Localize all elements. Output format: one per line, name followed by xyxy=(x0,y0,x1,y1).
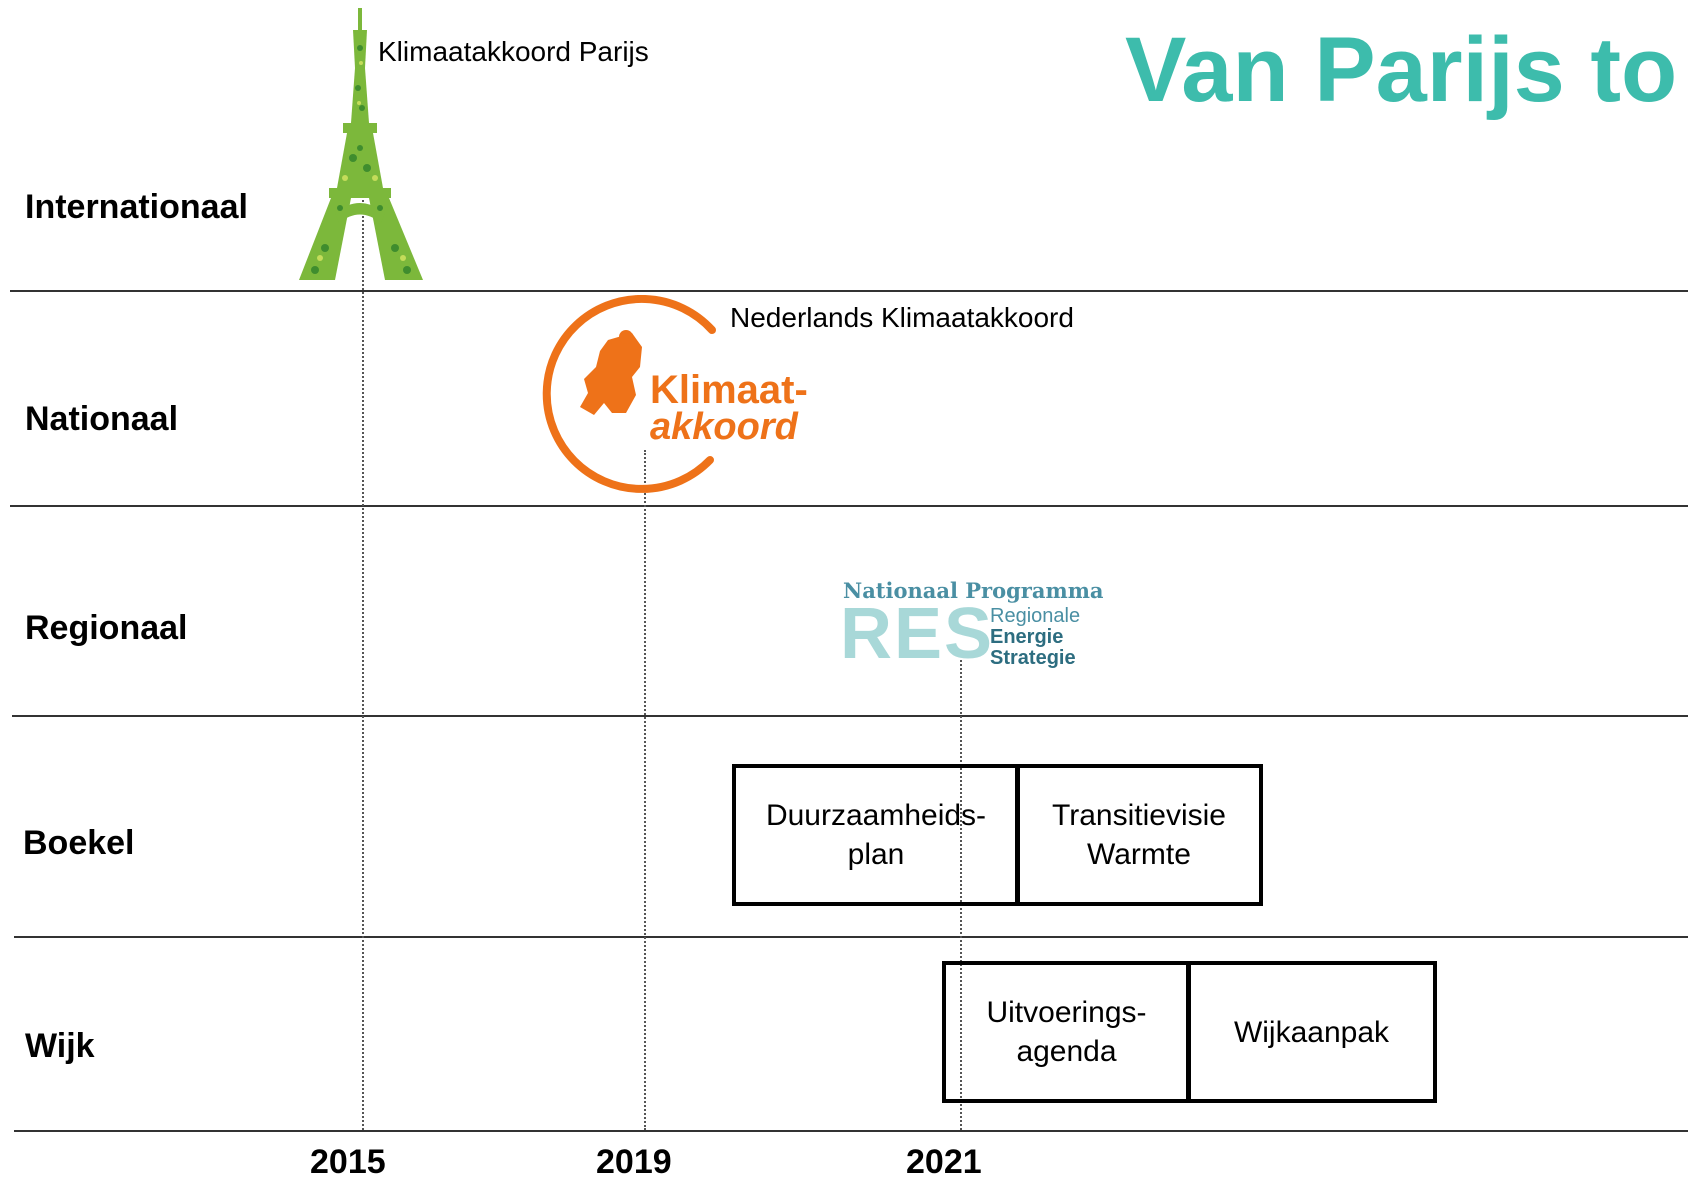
year-marker-2015 xyxy=(362,40,364,1130)
res-logo-heading: Nationaal Programma xyxy=(843,578,1104,603)
res-logo-sub1: Regionale xyxy=(990,605,1081,627)
eiffel-tower-icon xyxy=(299,8,423,280)
box-uitvoeringsagenda: Uitvoerings- agenda xyxy=(942,961,1191,1103)
box-wijkaanpak-label: Wijkaanpak xyxy=(1233,1015,1390,1049)
event-label-paris: Klimaatakkoord Parijs xyxy=(378,36,649,67)
box-uitvoeringsagenda-label: Uitvoerings- agenda xyxy=(986,996,1147,1068)
box-transitievisie-warmte-label: Transitievisie Warmte xyxy=(1052,799,1226,871)
row-divider xyxy=(10,505,1688,507)
row-label-wijk: Wijk xyxy=(25,1027,95,1065)
row-label-boekel: Boekel xyxy=(23,824,135,862)
row-label-national: Nationaal xyxy=(25,400,179,438)
row-divider xyxy=(10,290,1688,292)
page-title: Van Parijs to xyxy=(1125,19,1678,121)
year-label: 2021 xyxy=(906,1143,982,1181)
klimaatakkoord-logo xyxy=(542,295,716,493)
year-marker-2019 xyxy=(644,450,646,1130)
res-logo-sub3: Strategie xyxy=(990,647,1076,669)
res-logo-sub2: Energie xyxy=(990,626,1064,648)
row-divider xyxy=(14,936,1688,938)
box-duurzaamheidsplan: Duurzaamheids- plan xyxy=(732,764,1020,906)
res-logo-big: RES xyxy=(840,594,995,674)
row-label-regional: Regionaal xyxy=(25,609,188,647)
timeline-axis xyxy=(14,1130,1688,1132)
box-transitievisie-warmte: Transitievisie Warmte xyxy=(1015,764,1263,906)
year-marker-2021 xyxy=(960,660,962,1130)
row-label-international: Internationaal xyxy=(25,188,248,226)
year-label: 2019 xyxy=(596,1143,672,1181)
event-label-nl: Nederlands Klimaatakkoord xyxy=(730,302,1074,333)
year-label: 2015 xyxy=(310,1143,386,1181)
klimaatakkoord-logo-line1: Klimaat- xyxy=(650,368,808,412)
row-divider xyxy=(12,715,1688,717)
klimaatakkoord-logo-line2: akkoord xyxy=(650,406,798,448)
box-wijkaanpak: Wijkaanpak xyxy=(1186,961,1437,1103)
box-duurzaamheidsplan-label: Duurzaamheids- plan xyxy=(765,799,987,871)
